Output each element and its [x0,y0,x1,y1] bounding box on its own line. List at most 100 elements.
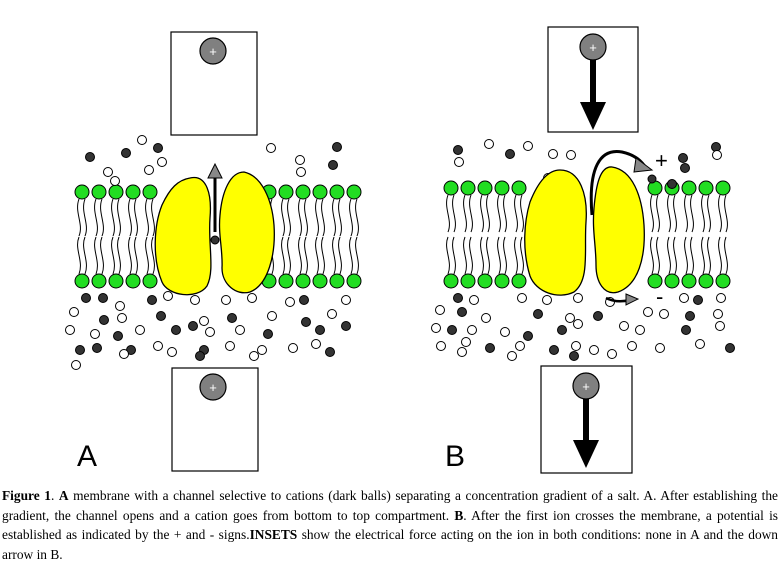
lipid-tail [355,236,359,275]
lipid-tail [724,236,728,275]
lipid-tail [503,194,507,233]
potential-plus-sign: + [655,148,668,173]
anion-ball [461,337,471,347]
lipid-tail [673,236,677,275]
lipid-tail [321,198,325,237]
panel-b: + - + + B [431,26,735,474]
cation-ball [667,179,677,189]
lipid-tail [117,236,121,275]
inset-b-top-ion-charge: + [589,40,597,55]
anion-ball [119,349,129,359]
cation-ball [113,331,123,341]
anion-ball [103,167,113,177]
lipid-tail [446,236,450,275]
cation-ball [681,325,691,335]
lipid-head [647,180,663,196]
lipid-head [715,273,731,289]
lipid-head [715,180,731,196]
anion-ball [205,327,215,337]
lipid-tail [724,194,728,233]
anion-ball [431,323,441,333]
lipid-tail [673,194,677,233]
cation-ball [301,317,311,327]
cation-ball [485,343,495,353]
lipid-tail [463,194,467,233]
lipid-head [125,184,141,200]
lipid-tail [707,194,711,233]
anion-ball [135,325,145,335]
lipid-tail [650,236,654,275]
anion-ball [311,339,321,349]
cation-ball [85,152,95,162]
lipid-head [329,273,345,289]
caption-part-2: membrane with a channel selective to cat… [2,488,778,523]
channel-a-right-subunit [218,171,275,294]
anion-ball [565,313,575,323]
lipid-tail [77,236,81,275]
anion-ball [712,150,722,160]
anion-ball [716,293,726,303]
lipid-head [477,273,493,289]
lipid-tail [701,236,705,275]
lipid-tail [486,194,490,233]
cation-ball [693,295,703,305]
lipid-tail [446,194,450,233]
anion-ball [484,139,494,149]
anion-ball [481,313,491,323]
figure-caption: Figure 1. A membrane with a channel sele… [2,486,778,564]
lipid-tail [83,198,87,237]
ions-a [65,135,351,370]
inset-b-bottom-force-arrowhead [573,440,599,468]
lipid-tail [77,198,81,237]
anion-ball [327,309,337,319]
cation-ball [299,295,309,305]
lipid-tail [128,236,132,275]
lipid-tail [94,236,98,275]
cation-ball [81,293,91,303]
lipid-tail [452,236,456,275]
inset-a-bottom-ion-charge: + [209,380,217,395]
crossed-cation-b [647,174,657,184]
cation-ball [188,321,198,331]
anion-ball [435,305,445,315]
caption-bold-a: A [58,488,69,503]
lipid-head [125,273,141,289]
anion-ball [247,293,257,303]
caption-bold-b: B [454,507,464,523]
lipid-tail [514,194,518,233]
anion-ball [469,295,479,305]
lipid-head [681,180,697,196]
lipid-tail [338,198,342,237]
anion-ball [627,341,637,351]
lipid-head [74,273,90,289]
anion-ball [267,311,277,321]
lipid-tail [315,198,319,237]
lipid-tail [304,198,308,237]
inset-a-bottom-ion [199,373,227,401]
lipid-head [91,273,107,289]
cation-ball [523,331,533,341]
cation-ball [98,293,108,303]
lipid-tail [298,236,302,275]
anion-ball [221,295,231,305]
lipid-tail [100,198,104,237]
membrane-channel-figure: + + A + - + + B [65,26,735,474]
lipid-tail [463,236,467,275]
lipid-tail [486,236,490,275]
cation-ball [453,145,463,155]
anion-ball [249,351,259,361]
cation-ball [315,325,325,335]
anion-ball [542,295,552,305]
anion-ball [659,309,669,319]
lipid-tail [667,236,671,275]
lipid-tail [656,194,660,233]
anion-ball [467,325,477,335]
anion-ball [110,176,120,186]
lipid-head [295,273,311,289]
cation-ball [332,142,342,152]
cation-ball [171,325,181,335]
anion-ball [90,329,100,339]
lipid-tail [480,236,484,275]
anion-ball [548,149,558,159]
lipid-tail [281,198,285,237]
